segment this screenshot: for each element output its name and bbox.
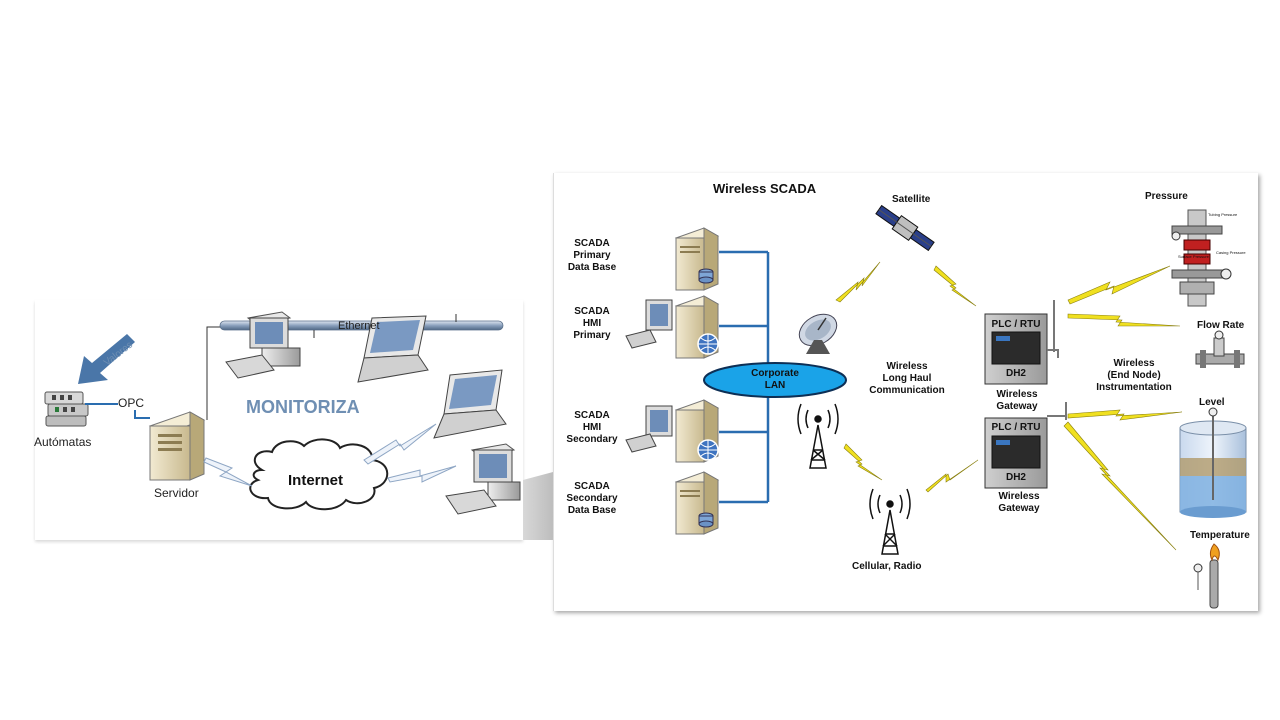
level-tank-icon	[1179, 407, 1247, 518]
line: SCADA	[574, 306, 610, 317]
zoom-wedge	[523, 472, 553, 540]
wellhead-icon	[1171, 209, 1232, 307]
satellite-icon	[875, 204, 935, 252]
scada-hmi-primary-label: SCADA HMI Primary	[566, 306, 618, 342]
primary-db-server-icon	[674, 227, 720, 291]
line: Instrumentation	[1096, 382, 1172, 393]
line: SCADA	[574, 410, 610, 421]
line: Long Haul	[882, 373, 932, 384]
servidor-label: Servidor	[154, 486, 199, 500]
line: Communication	[869, 385, 945, 396]
lightning-bolt	[387, 465, 457, 483]
corporate-lan-label: Corporate LAN	[740, 368, 810, 392]
tiny-surface-label: Surface Pressure	[1178, 254, 1209, 259]
plc-rtu-label: PLC / RTU	[991, 319, 1041, 330]
level-label: Level	[1199, 397, 1225, 408]
tiny-tubing-label: Tubing Pressure	[1208, 212, 1238, 217]
ethernet-label: Ethernet	[338, 320, 380, 332]
automatas-icon	[44, 391, 89, 427]
internet-label: Internet	[288, 472, 344, 489]
line: HMI	[582, 318, 602, 329]
valores-arrow	[78, 334, 135, 384]
scada-hmi-secondary-label: SCADA HMI Secondary	[563, 410, 621, 446]
wireless-gateway-label: Wireless Gateway	[987, 389, 1047, 413]
line: SCADA	[574, 481, 610, 492]
cellular-radio-label: Cellular, Radio	[852, 561, 922, 572]
ethernet-bus	[219, 320, 504, 331]
line: Wireless	[998, 491, 1040, 502]
line: Wireless	[996, 389, 1038, 400]
end-node-label: Wireless (End Node) Instrumentation	[1094, 358, 1174, 394]
tiny-casing-label: Casing Pressure	[1216, 250, 1246, 255]
plc-rtu-box-icon	[984, 402, 1067, 489]
diagram-title: Wireless SCADA	[713, 181, 817, 196]
plc-rtu-box-icon	[984, 300, 1059, 385]
line: Gateway	[998, 503, 1040, 514]
satellite-label: Satellite	[892, 194, 931, 205]
line: Wireless	[886, 361, 928, 372]
line: HMI	[582, 422, 602, 433]
lightning-bolt	[203, 457, 253, 487]
corporate-lan-ellipse	[703, 362, 847, 398]
temperature-label: Temperature	[1190, 530, 1250, 541]
radio-tower-icon	[869, 488, 911, 555]
scada-primary-db-label: SCADA Primary Data Base	[566, 238, 618, 274]
dh2-label: DH2	[1005, 368, 1026, 379]
line: Corporate	[751, 368, 799, 379]
dh2-label: DH2	[1005, 472, 1026, 483]
wireless-gateway-label: Wireless Gateway	[989, 491, 1049, 515]
desktop-pc-icon	[225, 311, 301, 379]
line: Primary	[573, 250, 611, 261]
line: Secondary	[566, 493, 618, 504]
temperature-sensor-icon	[1193, 543, 1220, 609]
wireless-links	[835, 261, 1183, 551]
lightning-bolt	[363, 423, 437, 465]
primary-hmi-server-icon	[625, 295, 720, 359]
line: Wireless	[1113, 358, 1155, 369]
radio-tower-icon	[797, 403, 839, 469]
long-haul-label: Wireless Long Haul Communication	[862, 361, 952, 397]
line: Data Base	[567, 262, 617, 273]
internet-cloud	[249, 438, 389, 511]
pressure-label: Pressure	[1145, 191, 1188, 202]
line: Secondary	[566, 434, 618, 445]
opc-label: OPC	[118, 396, 145, 410]
flow-meter-icon	[1195, 330, 1245, 368]
line: Data Base	[567, 505, 617, 516]
server-icon	[148, 411, 206, 481]
secondary-hmi-server-icon	[625, 399, 720, 463]
satellite-dish-icon	[798, 313, 838, 354]
flow-rate-label: Flow Rate	[1197, 320, 1245, 331]
line: (End Node)	[1107, 370, 1161, 381]
laptop-icon	[357, 315, 429, 383]
line: LAN	[764, 380, 786, 391]
monitoriza-label: MONITORIZA	[246, 397, 360, 417]
laptop-icon	[433, 369, 507, 439]
secondary-db-server-icon	[674, 471, 720, 535]
plc-rtu-label: PLC / RTU	[991, 422, 1041, 433]
desktop-pc-icon	[445, 443, 521, 515]
scada-secondary-db-label: SCADA Secondary Data Base	[563, 481, 621, 517]
automatas-label: Autómatas	[34, 435, 92, 449]
line: SCADA	[574, 238, 610, 249]
line: Gateway	[996, 401, 1038, 412]
wireless-scada-panel	[553, 173, 1258, 611]
line: Primary	[573, 330, 611, 341]
